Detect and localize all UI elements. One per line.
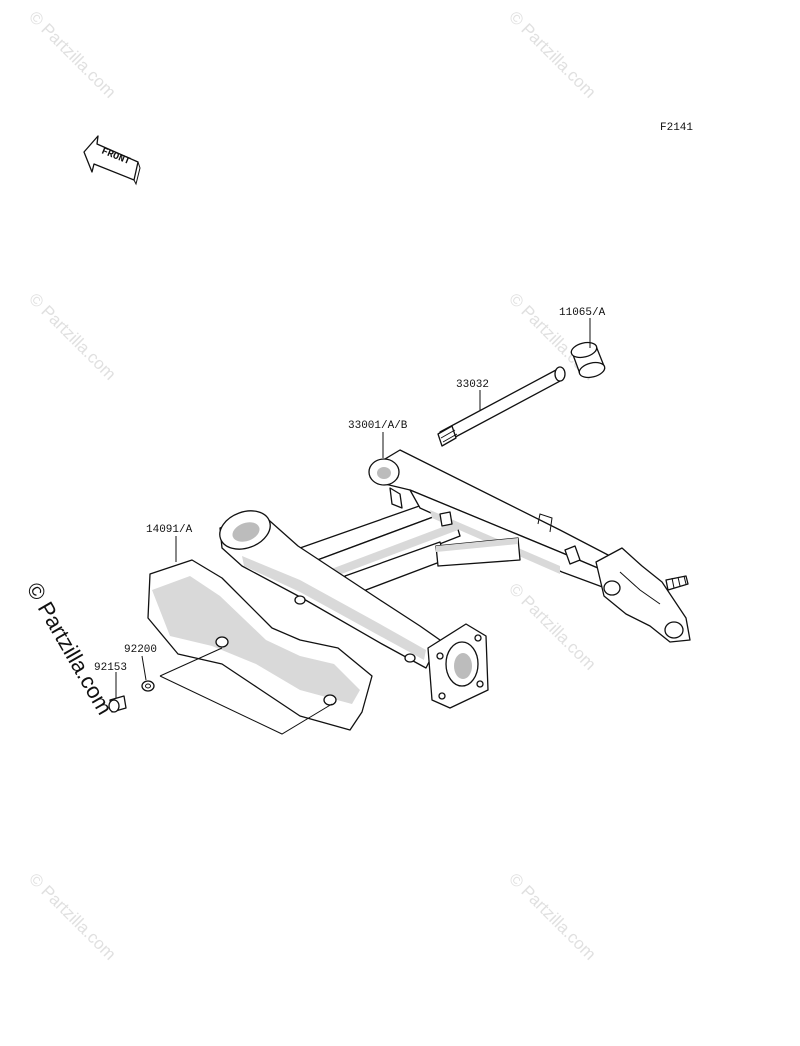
part-label-33001: 33001/A/B — [348, 420, 408, 432]
bolt — [108, 695, 127, 713]
washer — [141, 680, 155, 692]
swingarm-cover — [147, 559, 373, 731]
leader-lines — [115, 318, 591, 735]
watermark-main: © Partzilla.com — [22, 578, 118, 719]
watermark-bottom-right: © Partzilla.com — [505, 869, 599, 963]
swingarm — [219, 449, 691, 709]
part-label-33032: 33032 — [456, 379, 489, 391]
watermark-mid-left: © Partzilla.com — [25, 289, 119, 383]
watermark-top-left: © Partzilla.com — [25, 7, 119, 101]
part-label-92200: 92200 — [124, 644, 157, 656]
bushing — [570, 341, 606, 379]
part-label-92153: 92153 — [94, 662, 127, 674]
pivot-shaft — [437, 366, 566, 447]
part-label-11065: 11065/A — [559, 307, 606, 319]
figure-code: F2141 — [660, 122, 693, 134]
part-labels: 11065/A 33032 33001/A/B 14091/A 92200 92… — [94, 307, 606, 674]
front-arrow-icon: FRONT — [83, 135, 141, 186]
watermark-top-right: © Partzilla.com — [505, 7, 599, 101]
watermark-lower-right: © Partzilla.com — [505, 579, 599, 673]
watermark-bottom-left: © Partzilla.com — [25, 869, 119, 963]
part-label-14091: 14091/A — [146, 524, 193, 536]
